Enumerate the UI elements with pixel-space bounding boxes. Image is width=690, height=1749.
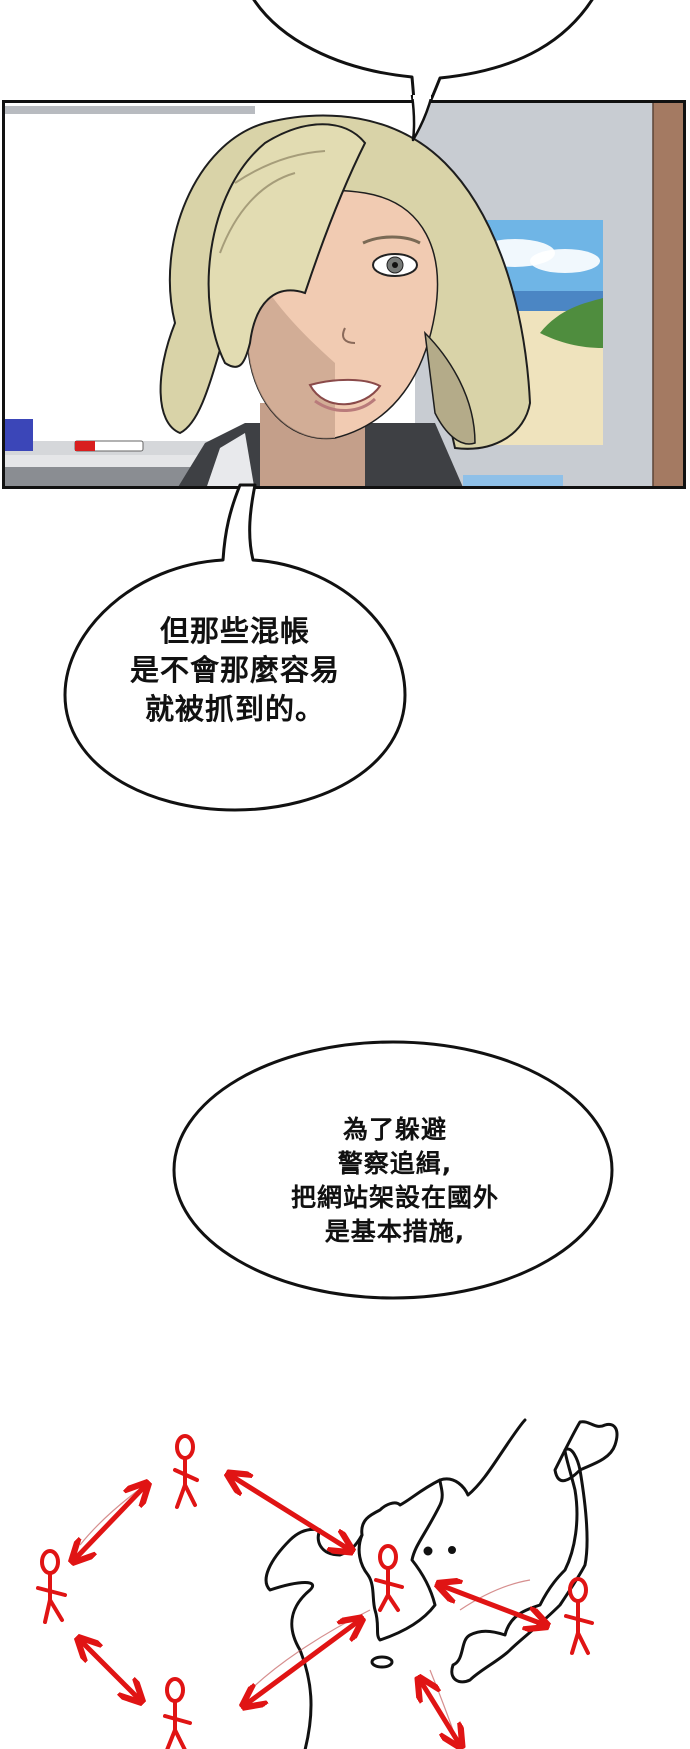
stick-figure-2 <box>36 1549 67 1624</box>
bubble-3-line-2: 警察追緝, <box>337 1149 453 1178</box>
speech-bubble-2 <box>63 483 407 812</box>
bubble-2-line-3: 就被抓到的。 <box>144 692 325 726</box>
speech-bubble-3 <box>172 1040 614 1300</box>
bubble-2-line-2: 是不會那麼容易 <box>129 653 340 687</box>
bubble-3-line-1: 為了躲避 <box>342 1115 447 1144</box>
bubble-3-line-3: 把網站架設在國外 <box>290 1183 499 1212</box>
speech-bubble-2-text: 但那些混帳 是不會那麼容易 就被抓到的。 <box>75 612 395 729</box>
top-bubble-tail <box>410 95 434 142</box>
stick-figures <box>36 1434 594 1749</box>
stick-figure-4 <box>374 1544 404 1612</box>
speech-bubble-3-text: 為了躲避 警察追緝, 把網站架設在國外 是基本措施, <box>195 1113 595 1249</box>
east-asia-map-sketch <box>36 1418 619 1749</box>
woman-illustration <box>5 103 683 486</box>
bubble-2-line-1: 但那些混帳 <box>159 614 310 648</box>
stick-figure-3 <box>163 1677 192 1749</box>
stick-figure-5 <box>564 1577 594 1655</box>
stick-figure-1 <box>173 1434 199 1509</box>
connection-arrows <box>74 1475 545 1745</box>
bubble-3-line-4: 是基本措施, <box>324 1217 466 1246</box>
comic-panel-woman <box>2 100 686 489</box>
